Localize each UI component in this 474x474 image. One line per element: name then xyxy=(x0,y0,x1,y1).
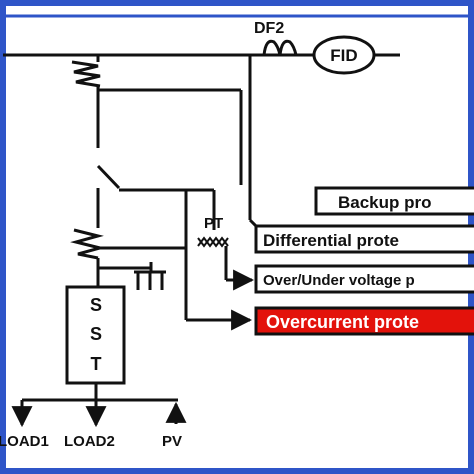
differential-box xyxy=(254,224,474,254)
sst-letter-2: S xyxy=(90,324,102,344)
overunder-box xyxy=(254,264,474,294)
load2-label: LOAD2 xyxy=(64,433,115,450)
backup-label: Backup pro xyxy=(338,193,432,212)
differential-label: Differential prote xyxy=(263,231,399,250)
overcurrent-box xyxy=(254,306,474,336)
pt-symbol xyxy=(197,236,229,248)
fid-label: FID xyxy=(330,46,357,65)
pt-label: PT xyxy=(204,215,223,232)
fid-circle xyxy=(312,35,376,75)
overunder-label: Over/Under voltage p xyxy=(263,272,415,289)
overcurrent-label: Overcurrent prote xyxy=(266,312,419,332)
fuse-label: DF2 xyxy=(254,20,284,37)
sst-block xyxy=(65,285,126,385)
backup-box xyxy=(314,186,474,216)
breaker-switch xyxy=(96,164,121,190)
sst-letter-3: T xyxy=(91,354,102,374)
transformer-coil xyxy=(71,60,101,88)
pv-label: PV xyxy=(162,433,182,450)
sst-letter-1: S xyxy=(90,295,102,315)
ct-coil xyxy=(70,228,106,260)
fuse-symbol xyxy=(262,39,298,56)
load1-label: LOAD1 xyxy=(0,433,49,450)
